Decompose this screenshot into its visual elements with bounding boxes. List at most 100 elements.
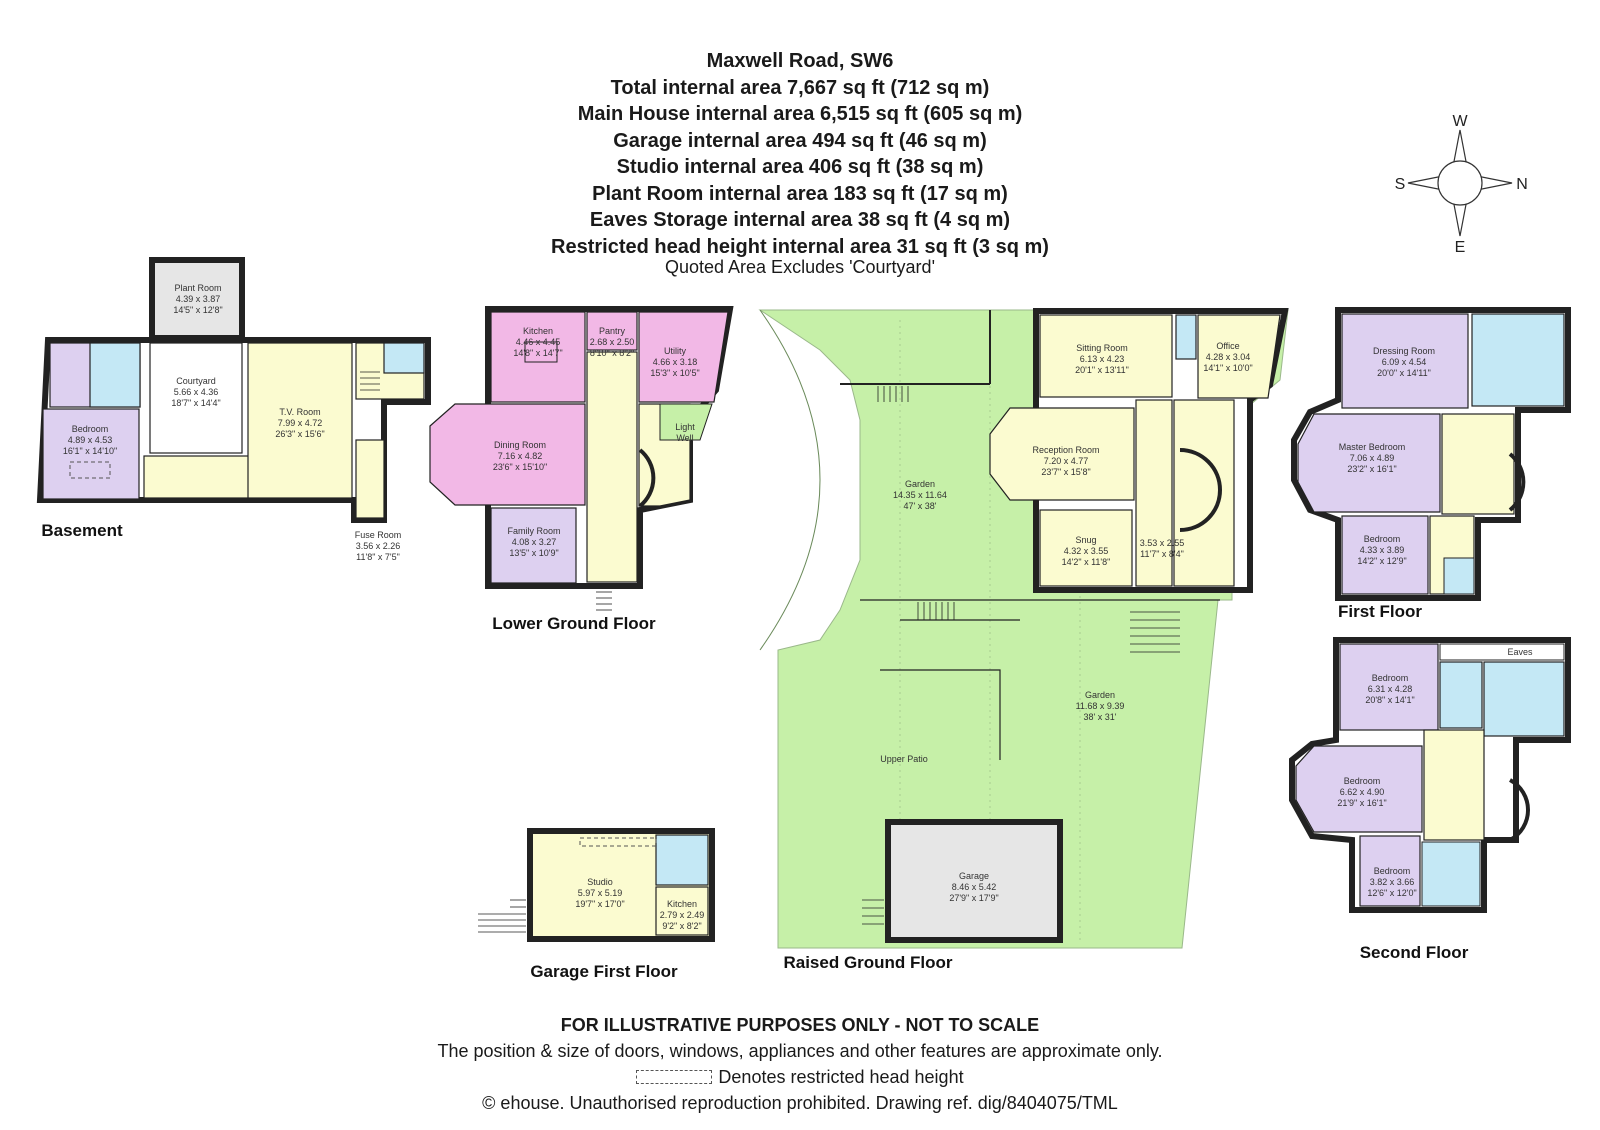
master-bedroom-name: Master Bedroom <box>1339 442 1406 452</box>
area-eaves: Eaves Storage internal area 38 sq ft (4 … <box>589 209 1011 231</box>
compass-icon: W S N E <box>1395 113 1528 256</box>
kitchen-metric: 4.46 x 4.45 <box>516 337 561 347</box>
studio-kitchen-name: Kitchen <box>667 899 697 909</box>
copyright: © ehouse. Unauthorised reproduction proh… <box>482 1093 1118 1113</box>
reception-room-metric: 7.20 x 4.77 <box>1044 456 1089 466</box>
garden-2-metric: 11.68 x 9.39 <box>1076 701 1125 711</box>
area-garage: Garage internal area 494 sq ft (46 sq m) <box>613 129 987 152</box>
sitting-room-metric: 6.13 x 4.23 <box>1080 354 1125 364</box>
reception-room-imperial: 23'7" x 15'8" <box>1041 467 1090 477</box>
master-bedroom-metric: 7.06 x 4.89 <box>1350 453 1395 463</box>
restricted-height-text: Denotes restricted head height <box>718 1067 964 1087</box>
raised-ground-plan: Garden 14.35 x 11.64 47' x 38' Sitting R… <box>758 308 1289 972</box>
upper-patio-name: Upper Patio <box>880 754 928 764</box>
snug-name: Snug <box>1075 535 1096 545</box>
second-bedroom-2-name: Bedroom <box>1344 776 1381 786</box>
studio-imperial: 19'7" x 17'0" <box>575 899 624 909</box>
light-well-line1: Light <box>675 422 695 432</box>
garden-1-name: Garden <box>905 479 935 489</box>
disclaimer: FOR ILLUSTRATIVE PURPOSES ONLY - NOT TO … <box>560 1015 1040 1035</box>
garden-1-imperial: 47' x 38' <box>904 501 937 511</box>
first-bedroom-metric: 4.33 x 3.89 <box>1360 545 1405 555</box>
snug-imperial: 14'2" x 11'8" <box>1062 557 1111 567</box>
raised-ground-label: Raised Ground Floor <box>783 953 952 972</box>
first-floor-label: First Floor <box>1338 602 1422 621</box>
area-total: Total internal area 7,667 sq ft (712 sq … <box>610 76 990 99</box>
family-room-imperial: 13'5" x 10'9" <box>509 548 558 558</box>
garden-2-name: Garden <box>1085 690 1115 700</box>
office-imperial: 14'1" x 10'0" <box>1203 363 1252 373</box>
garage-first-floor-plan: Studio 5.97 x 5.19 19'7" x 17'0" Kitchen… <box>478 828 715 981</box>
second-bedroom-1-name: Bedroom <box>1372 673 1409 683</box>
kitchen-name: Kitchen <box>523 326 553 336</box>
dressing-room-name: Dressing Room <box>1373 346 1435 356</box>
small-room-metric: 3.53 x 2.55 <box>1140 538 1185 548</box>
dining-room-name: Dining Room <box>494 440 546 450</box>
dining-room-metric: 7.16 x 4.82 <box>498 451 543 461</box>
dining-room-imperial: 23'6" x 15'10" <box>493 462 547 472</box>
studio-kitchen-metric: 2.79 x 2.49 <box>660 910 705 920</box>
area-restricted: Restricted head height internal area 31 … <box>551 235 1049 258</box>
sitting-room-name: Sitting Room <box>1076 343 1128 353</box>
office-name: Office <box>1216 341 1239 351</box>
restricted-height-key: Denotes restricted head height <box>0 1067 1600 1088</box>
dressing-room-imperial: 20'0" x 14'11" <box>1377 368 1431 378</box>
tv-room-metric: 7.99 x 4.72 <box>278 418 323 428</box>
eaves-name: Eaves <box>1507 647 1533 657</box>
second-bedroom-3-imperial: 12'6" x 12'0" <box>1367 888 1416 898</box>
lower-ground-plan: Kitchen 4.46 x 4.45 14'8" x 14'7" Pantry… <box>429 306 734 633</box>
fuse-room-name: Fuse Room <box>355 530 402 540</box>
second-bedroom-3-name: Bedroom <box>1374 866 1411 876</box>
pantry-imperial: 8'10" x 8'2" <box>590 348 634 358</box>
footer-note: The position & size of doors, windows, a… <box>437 1041 1163 1061</box>
compass-s: S <box>1395 176 1406 193</box>
studio-name: Studio <box>587 877 613 887</box>
area-main-house: Main House internal area 6,515 sq ft (60… <box>577 103 1023 125</box>
utility-metric: 4.66 x 3.18 <box>653 357 698 367</box>
fuse-room-metric: 3.56 x 2.26 <box>356 541 401 551</box>
basement-bedroom-metric: 4.89 x 4.53 <box>68 435 113 445</box>
pantry-metric: 2.68 x 2.50 <box>590 337 635 347</box>
area-plant-room: Plant Room internal area 183 sq ft (17 s… <box>592 182 1008 205</box>
courtyard-name: Courtyard <box>176 376 216 386</box>
compass-w: W <box>1452 113 1468 130</box>
light-well-line2: Well <box>676 433 693 443</box>
tv-room-imperial: 26'3" x 15'6" <box>275 429 324 439</box>
dressing-room-metric: 6.09 x 4.54 <box>1382 357 1427 367</box>
plant-room-metric: 4.39 x 3.87 <box>176 294 221 304</box>
kitchen-imperial: 14'8" x 14'7" <box>513 348 562 358</box>
family-room-name: Family Room <box>507 526 560 536</box>
garden-2-imperial: 38' x 31' <box>1084 712 1117 722</box>
courtyard-imperial: 18'7" x 14'4" <box>171 398 220 408</box>
basement-bedroom-name: Bedroom <box>72 424 109 434</box>
page-title: Maxwell Road, SW6 <box>706 50 894 72</box>
second-bedroom-3-metric: 3.82 x 3.66 <box>1370 877 1415 887</box>
basement-bedroom-imperial: 16'1" x 14'10" <box>63 446 117 456</box>
title-block: Maxwell Road, SW6 Total internal area 7,… <box>0 48 1600 260</box>
garage-first-floor-label: Garage First Floor <box>530 962 678 981</box>
utility-name: Utility <box>664 346 686 356</box>
garage-name: Garage <box>959 871 989 881</box>
second-floor-label: Second Floor <box>1360 943 1469 962</box>
garden-1-metric: 14.35 x 11.64 <box>893 490 947 500</box>
area-studio: Studio internal area 406 sq ft (38 sq m) <box>616 156 984 178</box>
master-bedroom-imperial: 23'2" x 16'1" <box>1347 464 1396 474</box>
first-bedroom-name: Bedroom <box>1364 534 1401 544</box>
snug-metric: 4.32 x 3.55 <box>1064 546 1109 556</box>
plant-room-name: Plant Room <box>174 283 221 293</box>
second-bedroom-2-imperial: 21'9" x 16'1" <box>1337 798 1386 808</box>
sitting-room-imperial: 20'1" x 13'11" <box>1075 365 1129 375</box>
lower-ground-label: Lower Ground Floor <box>492 614 656 633</box>
small-room-imperial: 11'7" x 8'4" <box>1140 549 1184 559</box>
garage-imperial: 27'9" x 17'9" <box>949 893 998 903</box>
second-bedroom-1-imperial: 20'8" x 14'1" <box>1365 695 1414 705</box>
garage-metric: 8.46 x 5.42 <box>952 882 997 892</box>
basement-label: Basement <box>41 521 123 540</box>
second-bedroom-1-metric: 6.31 x 4.28 <box>1368 684 1413 694</box>
second-bedroom-2-metric: 6.62 x 4.90 <box>1340 787 1385 797</box>
compass-e: E <box>1455 239 1466 256</box>
tv-room-name: T.V. Room <box>279 407 320 417</box>
studio-metric: 5.97 x 5.19 <box>578 888 623 898</box>
family-room-metric: 4.08 x 3.27 <box>512 537 557 547</box>
